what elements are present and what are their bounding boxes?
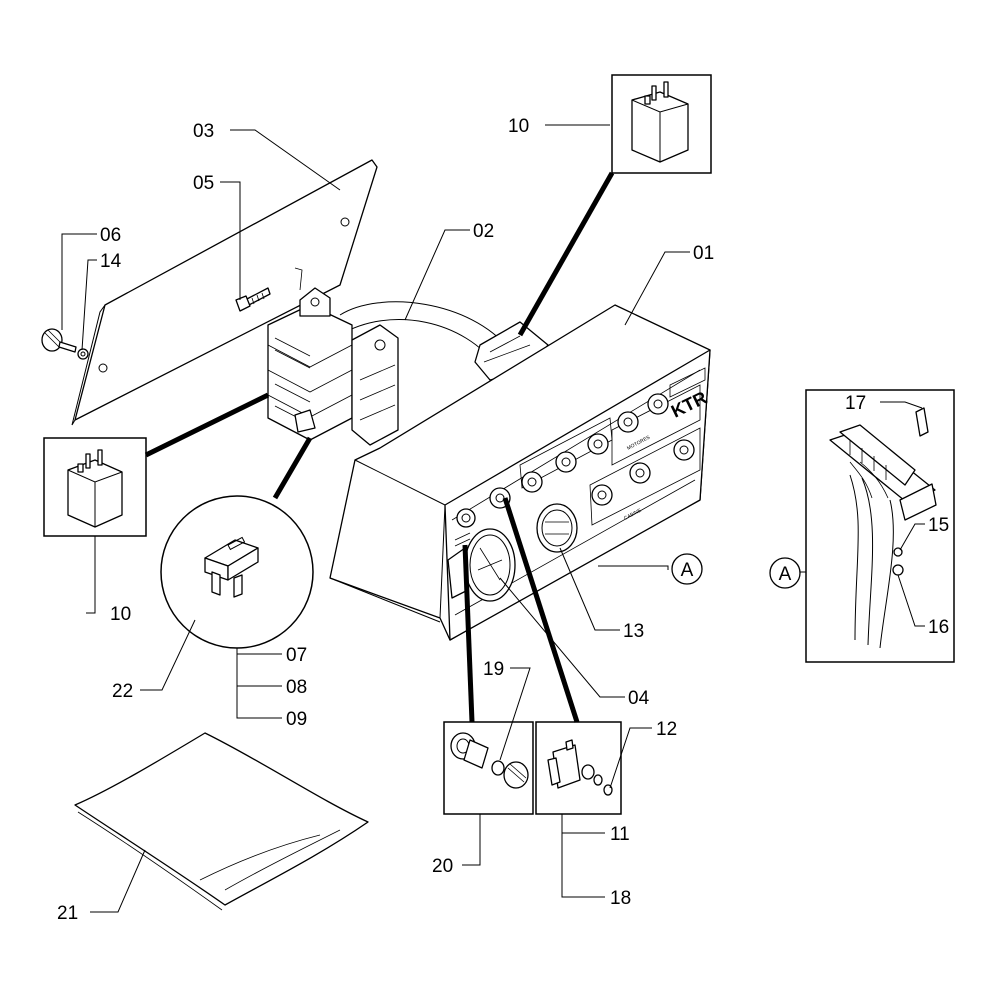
toggle-switch: [673, 439, 695, 461]
callout-14: 14: [100, 251, 122, 272]
indicator-lamp-detail-box: [443, 721, 534, 815]
relay-module-block: [267, 287, 399, 446]
callout-01: 01: [693, 243, 714, 264]
knob-screw-06: [41, 328, 77, 353]
relay-detail-box-top: [611, 74, 712, 174]
panel-switches: [454, 393, 695, 547]
pressure-gauge: [447, 528, 516, 602]
screw-05: [235, 287, 271, 312]
hour-meter: [536, 503, 578, 553]
callout-21: 21: [57, 903, 78, 924]
callout-16: 16: [928, 617, 949, 638]
detail-marker-box: A: [769, 557, 801, 589]
callout-18: 18: [610, 888, 631, 909]
callout-07: 07: [286, 645, 307, 666]
cover-plate: [71, 159, 378, 426]
callout-11: 11: [610, 824, 630, 845]
callout-22: 22: [112, 681, 133, 702]
callout-05: 05: [193, 173, 214, 194]
toggle-switch: [521, 471, 543, 493]
leader-lines: [61, 124, 925, 913]
toggle-switch: [629, 462, 651, 484]
callout-08: 08: [286, 677, 307, 698]
toggle-switch: [617, 411, 639, 433]
toggle-switch: [587, 433, 609, 455]
callout-09: 09: [286, 709, 307, 730]
callout-20: 20: [432, 856, 453, 877]
indicator-lamp: [456, 508, 476, 528]
callout-13: 13: [623, 621, 644, 642]
relay-detail-box-left: [43, 437, 147, 537]
callout-04: 04: [628, 688, 650, 709]
callout-10-left: 10: [110, 604, 131, 625]
svg-text:A: A: [681, 560, 694, 581]
callout-06: 06: [100, 225, 121, 246]
detail-marker-panel: A: [671, 553, 703, 585]
callout-12: 12: [656, 719, 677, 740]
toggle-switch: [555, 451, 577, 473]
washer-14: [77, 348, 89, 360]
callout-17: 17: [845, 393, 866, 414]
callout-labels: 03 05 06 14 02 10 01 10 22 07 08 09 21 1…: [57, 116, 949, 924]
svg-text:A: A: [779, 564, 792, 585]
callout-19: 19: [483, 659, 504, 680]
callout-02: 02: [473, 221, 494, 242]
toggle-switch: [591, 484, 613, 506]
fuse-detail-circle: [160, 495, 314, 649]
toggle-switch: [647, 393, 669, 415]
callout-10-top: 10: [508, 116, 529, 137]
dust-cover: [74, 732, 369, 911]
callout-03: 03: [193, 121, 214, 142]
callout-15: 15: [928, 515, 949, 536]
toggle-switch-detail-box: [535, 721, 622, 815]
